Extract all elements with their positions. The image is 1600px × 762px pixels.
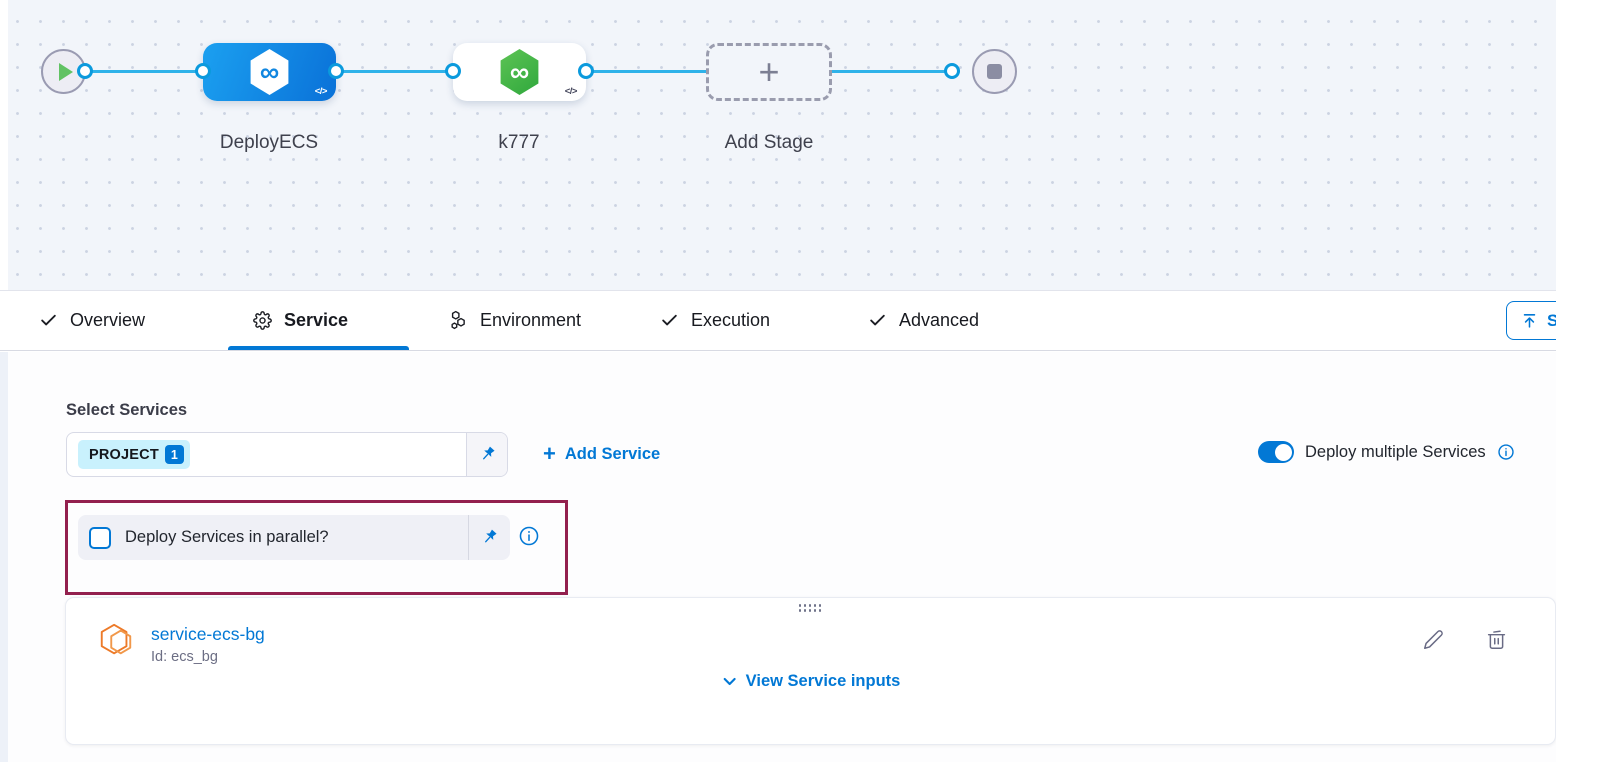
check-icon <box>41 314 56 326</box>
view-service-inputs-button[interactable]: View Service inputs <box>721 672 901 691</box>
stage-node-k777[interactable]: ∞ </> <box>453 43 586 101</box>
harness-logo-icon: ∞ <box>250 49 289 95</box>
stage-label-deployecs: DeployECS <box>219 132 319 153</box>
service-card: service-ecs-bg Id: ecs_bg View Service i… <box>65 597 1556 745</box>
plus-icon: + <box>758 51 780 92</box>
gear-icon <box>253 311 272 330</box>
play-icon <box>58 62 73 81</box>
edge-port <box>578 63 594 79</box>
tab-label: Execution <box>691 310 771 330</box>
add-service-button[interactable]: + Add Service <box>543 443 660 465</box>
chip-label: PROJECT <box>89 446 159 463</box>
edge-stage1-to-stage2 <box>338 70 458 73</box>
deploy-multiple-toggle[interactable] <box>1258 441 1294 463</box>
deploy-parallel-field[interactable]: Deploy Services in parallel? <box>78 515 510 560</box>
check-icon <box>662 314 677 326</box>
info-icon[interactable] <box>518 525 540 547</box>
parallel-option-highlight: Deploy Services in parallel? <box>65 500 568 595</box>
stop-icon <box>987 64 1002 79</box>
service-card-actions <box>1423 629 1507 650</box>
edge-port <box>195 63 211 79</box>
pipeline-end-node <box>972 49 1017 94</box>
chevron-down-icon <box>723 677 736 686</box>
services-scope-chip[interactable]: PROJECT 1 <box>78 440 190 469</box>
tab-label: Overview <box>70 310 146 330</box>
panel-margin <box>0 352 8 762</box>
pipeline-canvas[interactable]: ∞ </> ∞ </> + DeployECS k777 Add Stage <box>0 0 1556 290</box>
deploy-parallel-label: Deploy Services in parallel? <box>125 528 329 546</box>
add-service-label: Add Service <box>564 444 661 463</box>
tab-execution[interactable]: Execution <box>660 291 770 350</box>
trash-icon <box>1487 630 1506 649</box>
pencil-icon <box>1424 630 1443 649</box>
tab-label: Advanced <box>899 310 980 330</box>
tab-environment[interactable]: Environment <box>447 291 581 350</box>
pushpin-icon <box>485 529 497 543</box>
tab-service[interactable]: Service <box>253 291 348 350</box>
pipeline-start-node <box>41 49 86 94</box>
code-badge-icon: </> <box>564 86 578 97</box>
pin-input-type-button[interactable] <box>468 515 510 560</box>
service-id-text: Id: ecs_bg <box>151 649 218 665</box>
select-services-input[interactable]: PROJECT 1 <box>66 432 508 477</box>
edge-port <box>328 63 344 79</box>
stage-node-deployecs[interactable]: ∞ </> <box>203 43 336 101</box>
service-hexagon-icon <box>97 619 135 668</box>
deploy-parallel-checkbox[interactable] <box>89 526 111 549</box>
canvas-margin <box>0 0 8 290</box>
hexagons-icon <box>451 310 465 330</box>
edge-port <box>77 63 93 79</box>
add-stage-button[interactable]: + <box>706 43 832 101</box>
stage-label-add-stage: Add Stage <box>724 132 814 153</box>
chip-count-badge: 1 <box>164 445 184 464</box>
screenshot-crop-margin <box>1556 0 1600 762</box>
check-icon <box>870 314 885 326</box>
info-icon[interactable] <box>1497 443 1515 461</box>
edge-add-to-end <box>830 70 960 73</box>
stage-label-k777: k777 <box>498 132 540 153</box>
edge-start-to-stage1 <box>62 70 207 73</box>
plus-icon: + <box>543 441 556 466</box>
save-button-label: S <box>1547 310 1559 330</box>
tab-overview[interactable]: Overview <box>39 291 145 350</box>
select-services-label: Select Services <box>66 401 188 419</box>
view-inputs-label: View Service inputs <box>745 672 901 690</box>
edit-service-button[interactable] <box>1423 629 1444 650</box>
edge-stage2-to-add <box>588 70 708 73</box>
deploy-multiple-row: Deploy multiple Services <box>1258 441 1515 463</box>
tab-advanced[interactable]: Advanced <box>868 291 979 350</box>
deploy-multiple-label: Deploy multiple Services <box>1305 442 1486 461</box>
tab-label: Environment <box>480 310 582 330</box>
tab-label: Service <box>284 310 349 330</box>
harness-logo-icon: ∞ <box>500 49 539 95</box>
edge-port <box>944 63 960 79</box>
delete-service-button[interactable] <box>1486 629 1507 650</box>
active-tab-indicator <box>228 346 409 350</box>
upload-icon <box>1523 314 1536 328</box>
pushpin-icon <box>482 446 495 460</box>
drag-handle[interactable] <box>798 604 823 613</box>
stage-tabbar: Overview Service Environment Execution A… <box>0 290 1600 351</box>
edge-port <box>445 63 461 79</box>
code-badge-icon: </> <box>314 86 328 97</box>
toggle-knob <box>1274 443 1292 461</box>
pin-input-type-button[interactable] <box>466 433 507 476</box>
service-name-link[interactable]: service-ecs-bg <box>151 624 265 644</box>
